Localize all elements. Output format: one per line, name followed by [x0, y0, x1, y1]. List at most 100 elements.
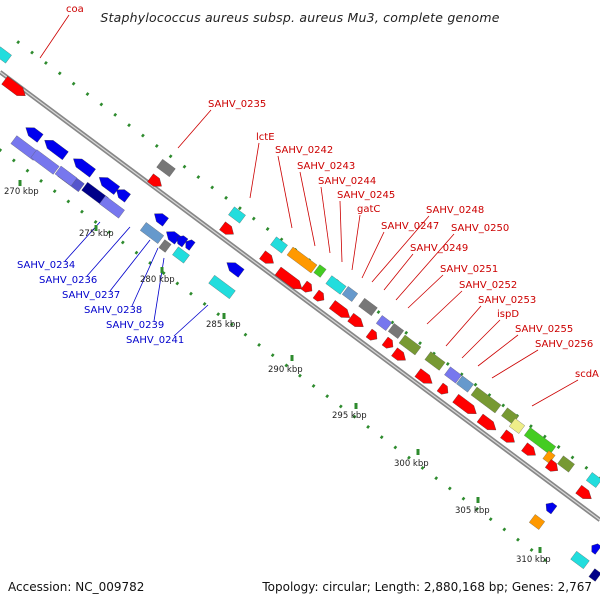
dot-track-reverse [80, 209, 84, 214]
gene-arrow [98, 177, 121, 195]
dot-track-reverse [25, 168, 30, 173]
dot-track-forward [196, 175, 201, 180]
gene-arrow [219, 221, 234, 235]
tick-mark [290, 355, 294, 361]
dot-track-forward [238, 206, 242, 211]
leader-forward [299, 171, 316, 247]
dot-track-reverse [175, 281, 180, 286]
tick-label: 285 kbp [206, 320, 241, 330]
dot-track-reverse [243, 332, 248, 337]
map-title: Staphylococcus aureus subsp. aureus Mu3,… [100, 10, 500, 25]
dot-track-reverse [311, 383, 316, 388]
dot-track-reverse [216, 312, 221, 317]
label-forward: SAHV_0244 [318, 176, 376, 187]
dot-track-reverse [270, 353, 275, 358]
gene-labels: coaSAHV_0235lctESAHV_0242SAHV_0243SAHV_0… [17, 4, 599, 380]
dot-track-forward [584, 465, 589, 470]
dot-track-forward [529, 424, 533, 429]
tick-mark [222, 313, 226, 319]
dot-track-forward [265, 227, 270, 231]
gene-block [341, 286, 359, 302]
topology-text: Topology: circular; Length: 2,880,168 bp… [262, 580, 592, 594]
gene-arrow [436, 382, 449, 395]
gene-block [387, 323, 405, 339]
label-forward: SAHV_0255 [515, 324, 573, 335]
leader-forward [361, 231, 385, 279]
label-leaders [39, 14, 579, 407]
genome-backbone [0, 70, 600, 522]
gene-block [208, 274, 236, 300]
label-forward: SAHV_0252 [459, 280, 517, 291]
gene-block [270, 236, 288, 254]
dot-track-reverse [284, 363, 289, 368]
tick-label: 280 kbp [140, 275, 175, 285]
label-reverse: SAHV_0234 [17, 260, 75, 271]
dot-track-reverse [461, 496, 466, 501]
label-forward: ispD [497, 309, 519, 320]
dot-track-reverse [134, 250, 139, 255]
dot-track-reverse [229, 322, 234, 327]
tick-mark [18, 180, 22, 186]
dot-track-reverse [107, 230, 112, 235]
gene-block [523, 427, 557, 455]
dot-track-reverse [11, 158, 16, 163]
gene-block [228, 206, 246, 224]
tick-mark [160, 267, 164, 273]
gene-block [158, 239, 172, 253]
gene-arrow [185, 239, 196, 251]
dot-track-forward [210, 185, 215, 190]
gene-block [470, 386, 502, 414]
label-reverse: SAHV_0238 [84, 305, 142, 316]
gene-block [444, 366, 462, 384]
dot-track-forward [182, 164, 187, 169]
dot-track-reverse [516, 537, 520, 542]
gene-block [325, 275, 347, 295]
gene-arrow [476, 413, 497, 431]
gene-arrow [25, 127, 44, 143]
gene-block [358, 297, 378, 317]
gene-arrow [226, 262, 245, 278]
dot-track-reverse [120, 240, 125, 245]
gene-block [172, 246, 190, 264]
label-forward: SAHV_0247 [381, 221, 439, 232]
label-forward: coa [66, 4, 84, 15]
dot-track-forward [71, 81, 76, 86]
dot-track-forward [445, 362, 450, 366]
gene-arrow [312, 289, 325, 302]
gene-block [542, 450, 556, 464]
dot-track-reverse [325, 394, 330, 399]
gene-block [0, 46, 12, 64]
dot-track-reverse [148, 260, 152, 265]
gene-block [508, 418, 526, 434]
dot-track-reverse [338, 404, 343, 409]
gene-arrow [73, 158, 96, 178]
dot-track-reverse [0, 148, 3, 153]
gene-arrow [154, 213, 169, 227]
leader-forward [177, 109, 212, 149]
leader-forward [351, 214, 361, 271]
leader-reverse [64, 221, 101, 262]
leader-reverse [86, 226, 131, 277]
gene-arrow [521, 442, 536, 456]
dot-track-forward [501, 403, 506, 408]
dot-track-forward [570, 455, 575, 460]
dot-track-forward [251, 216, 256, 221]
dot-track-reverse [393, 445, 398, 450]
gene-arrow [414, 368, 433, 384]
leader-forward [407, 274, 444, 309]
dot-track-forward [404, 330, 409, 335]
leader-reverse [173, 304, 209, 337]
tick-mark [416, 449, 420, 455]
gene-arrow [452, 393, 477, 414]
tick-mark [354, 403, 358, 409]
gene-block [456, 375, 474, 393]
dot-track-forward [473, 382, 478, 387]
tick-label: 310 kbp [516, 555, 551, 565]
gene-arrow [347, 312, 364, 327]
dot-track-forward [30, 50, 34, 55]
gene-block [570, 550, 590, 570]
tick-label: 300 kbp [394, 459, 429, 469]
gene-arrow [591, 543, 600, 555]
